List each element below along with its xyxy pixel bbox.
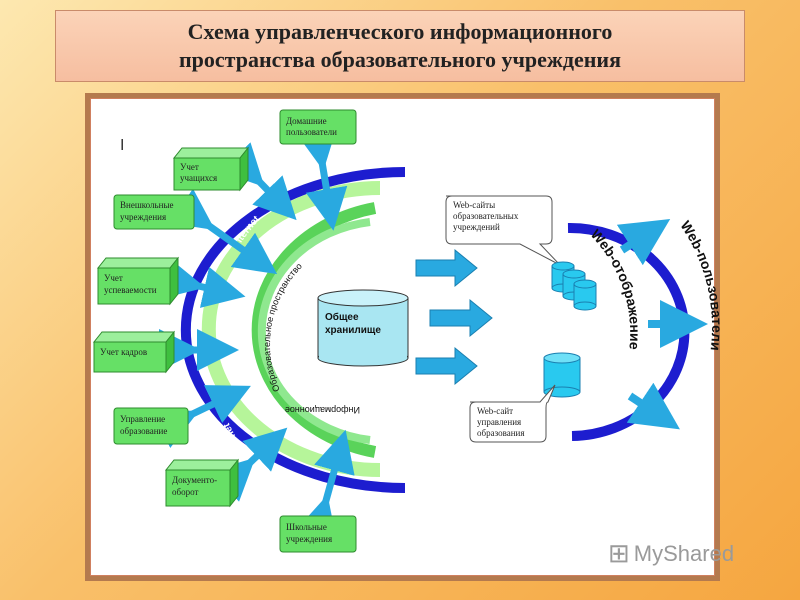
svg-text:образования: образования [477, 428, 524, 438]
center-arrows [415, 248, 493, 386]
svg-text:учреждений: учреждений [453, 222, 500, 232]
internet-label-mid: Internet [193, 306, 204, 343]
svg-text:учреждения: учреждения [120, 212, 166, 222]
logo-text: MyShared [633, 540, 735, 566]
myshared-logo: ⊞ MyShared [608, 538, 734, 569]
svg-text:образовательных: образовательных [453, 211, 519, 221]
node-students: Учет учащихся [172, 146, 250, 192]
storage-cylinder: Общее хранилище [317, 289, 409, 367]
right-arrows [616, 219, 708, 430]
node-schools: Школьные учреждения [279, 515, 357, 553]
svg-text:оборот: оборот [172, 487, 198, 497]
mgmt-cylinder [543, 352, 581, 398]
svg-text:Web-сайты: Web-сайты [453, 200, 495, 210]
svg-text:учащихся: учащихся [180, 173, 217, 183]
callout-mgmt-site: Web-сайт управления образования [469, 384, 556, 443]
marker-text: I [120, 137, 124, 154]
node-home-users: Домашние пользователи [279, 109, 357, 145]
svg-text:Учет кадров: Учет кадров [100, 347, 147, 357]
svg-text:образование: образование [120, 426, 167, 436]
svg-text:управления: управления [477, 417, 521, 427]
svg-text:Внешкольные: Внешкольные [120, 200, 174, 210]
svg-text:Учет: Учет [180, 162, 199, 172]
svg-text:успеваемости: успеваемости [104, 285, 157, 295]
svg-text:Школьные: Школьные [286, 522, 327, 532]
callout-websites: Web-сайты образовательных учреждений [445, 195, 561, 266]
website-cylinders [551, 261, 597, 311]
svg-text:Общее: Общее [325, 311, 359, 323]
inner-green-arc [257, 218, 371, 444]
right-internet-label-bottom: Internet [628, 354, 642, 385]
svg-text:пользователи: пользователи [286, 127, 337, 137]
title-banner: Схема управленческого информационного пр… [55, 10, 745, 82]
info-space-bottom-label: Информационное [285, 405, 360, 415]
svg-text:Документо-: Документо- [172, 475, 217, 485]
svg-text:Web-сайт: Web-сайт [477, 406, 513, 416]
svg-text:хранилище: хранилище [325, 325, 381, 336]
svg-text:Учет: Учет [104, 273, 123, 283]
title-line-2: пространства образовательного учреждения [179, 47, 621, 72]
svg-text:Домашние: Домашние [286, 116, 327, 126]
svg-text:учреждения: учреждения [286, 534, 332, 544]
svg-text:Управление: Управление [120, 414, 165, 424]
logo-icon: ⊞ [608, 538, 630, 568]
node-edu-mgmt: Управление образование [113, 407, 189, 445]
node-grades: Учет успеваемости [96, 256, 180, 306]
node-staff: Учет кадров [92, 330, 176, 374]
title-line-1: Схема управленческого информационного [187, 19, 613, 44]
node-extracurricular: Внешкольные учреждения [113, 194, 195, 230]
node-doc-flow: Документо- оборот [164, 458, 240, 508]
node-arrows [151, 125, 355, 541]
